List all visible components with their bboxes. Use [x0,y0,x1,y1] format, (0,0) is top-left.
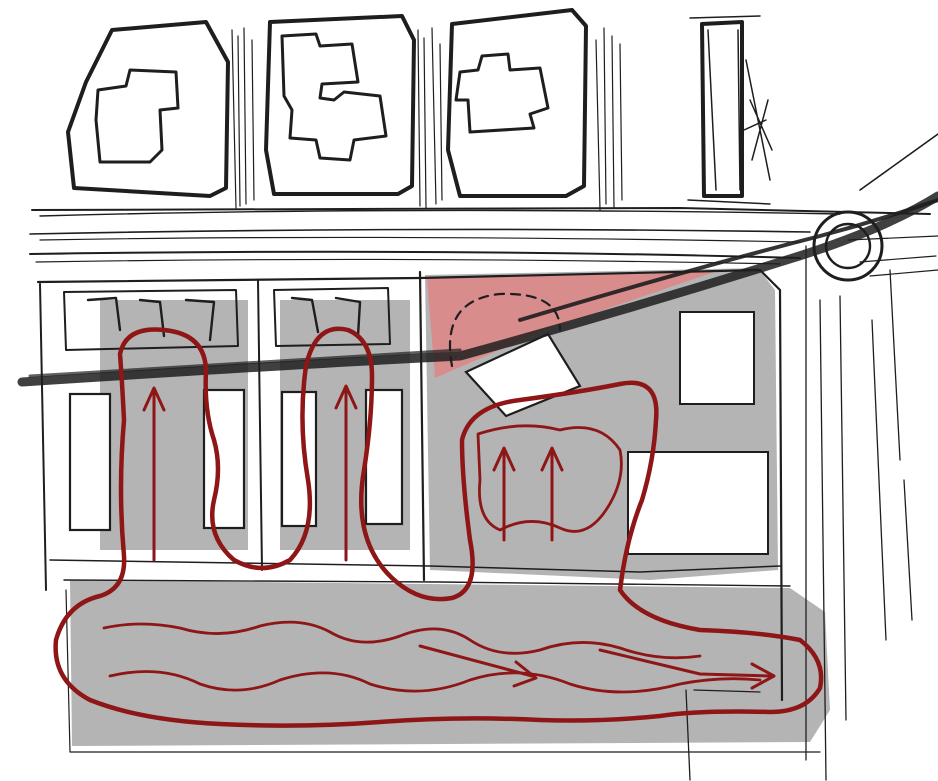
panel-right-top [680,312,754,404]
cutout-right [448,10,586,196]
top-cutouts [68,10,772,210]
cutout-left [68,22,228,196]
cutout-mid [266,16,414,194]
panel-left-b [204,390,244,528]
tall-box-sketch [688,16,772,204]
panel-left-a [70,394,110,530]
